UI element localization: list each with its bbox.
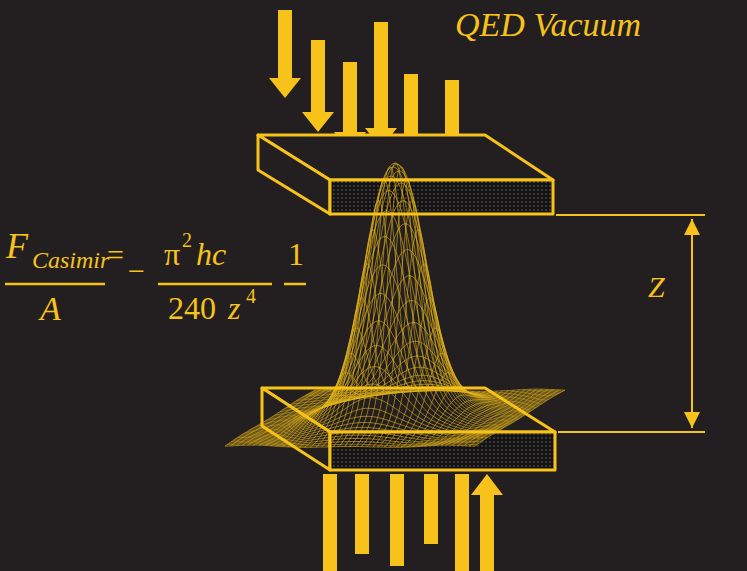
formula-symbol: F — [6, 228, 28, 264]
mesh-line — [475, 390, 565, 446]
formula-number: 240 — [168, 292, 216, 324]
formula-symbol: A — [40, 292, 61, 326]
formula-symbol: z — [228, 292, 240, 324]
gap-dimension — [556, 215, 705, 432]
mesh-line — [441, 389, 531, 445]
formula-exponent: 2 — [182, 230, 192, 250]
formula-symbol: hc — [196, 238, 226, 270]
formula-number: 1 — [288, 238, 304, 270]
formula-exponent: 4 — [246, 286, 256, 306]
mesh-line — [464, 390, 554, 446]
formula-operator: − — [128, 256, 145, 286]
formula-symbol: π — [164, 238, 180, 270]
mesh-line — [458, 389, 548, 445]
mesh-line — [291, 341, 541, 406]
mesh-line — [390, 328, 480, 447]
mesh-line — [378, 264, 468, 447]
mesh-line — [278, 201, 528, 415]
fraction-bar — [5, 283, 306, 286]
mesh-line — [264, 191, 514, 424]
field-mode-mesh — [225, 163, 565, 447]
mesh-line — [250, 367, 500, 433]
mesh-line — [270, 163, 520, 419]
dimension-label: Z — [646, 272, 667, 302]
mesh-line — [315, 389, 565, 391]
vacuum-pressure-arrows — [323, 474, 503, 571]
mesh-line — [272, 164, 522, 418]
mesh-line — [469, 390, 559, 446]
mesh-line — [254, 321, 504, 430]
mesh-line — [384, 298, 474, 448]
mesh-line — [260, 236, 510, 426]
mesh-line — [350, 163, 440, 447]
mesh-line — [274, 171, 524, 417]
vacuum-label: QED Vacuum — [455, 8, 641, 42]
mesh-line — [452, 389, 542, 445]
mesh-line — [280, 224, 530, 414]
mesh-line — [447, 389, 537, 445]
mesh-line — [310, 328, 400, 447]
mesh-line — [282, 249, 532, 411]
formula-subscript: Casimir — [32, 248, 109, 272]
formula-operator: = — [107, 240, 124, 270]
top-plate — [258, 135, 553, 214]
